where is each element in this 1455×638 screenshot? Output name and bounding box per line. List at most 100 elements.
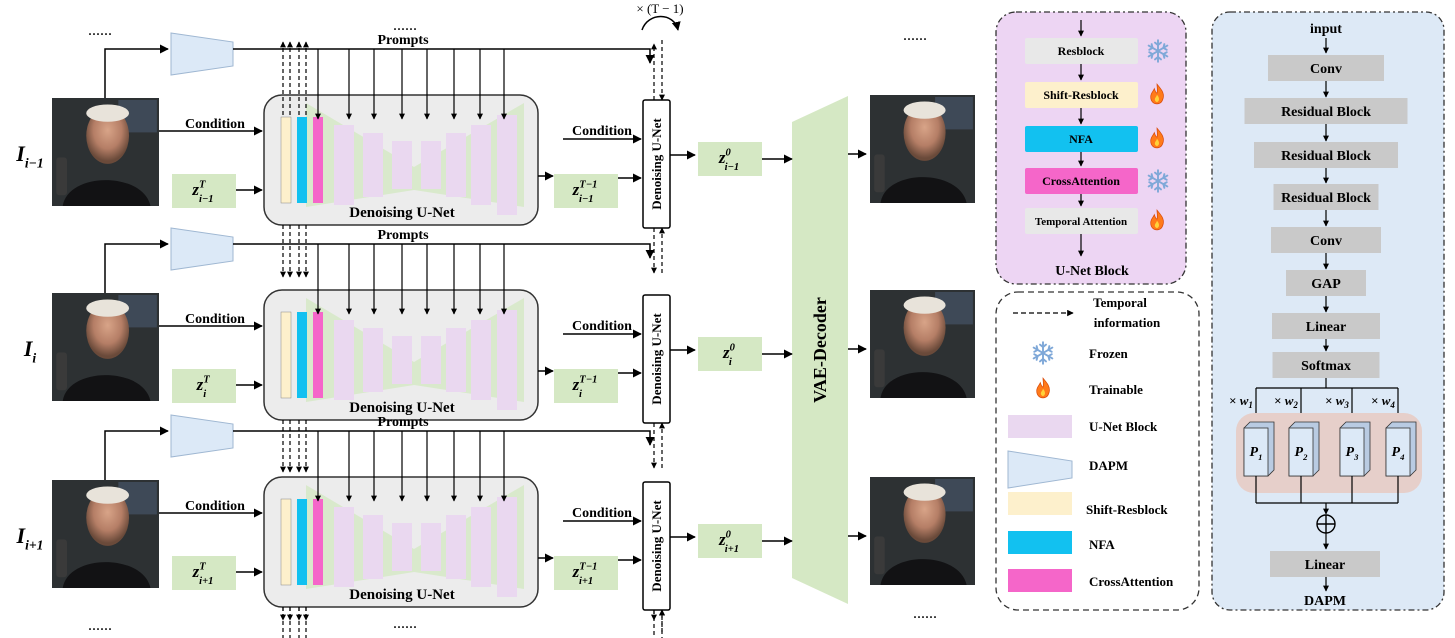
condition-label: Condition — [185, 312, 245, 327]
unet-block — [446, 515, 466, 579]
input-frame-image — [52, 98, 159, 206]
legend-label-cross-attention: CrossAttention — [1089, 574, 1174, 589]
dapm-title: DAPM — [1304, 594, 1346, 609]
prompts-line — [233, 430, 655, 446]
unet-block-item-box — [1025, 126, 1138, 152]
denoising-unet-label: Denoising U-Net — [349, 400, 454, 416]
latent-mid-box — [554, 369, 618, 403]
dapm-layer-label: Softmax — [1301, 359, 1351, 374]
dapm-layer-label: Residual Block — [1281, 105, 1371, 120]
legend-swatch-unet-block — [1008, 415, 1072, 438]
photo-mic — [874, 349, 885, 388]
unet-block — [421, 336, 441, 384]
output-frame-image — [870, 290, 975, 398]
cross-attention-bar — [313, 312, 323, 398]
ellipsis-text: ...... — [88, 617, 112, 634]
legend-label-shift-resblock: Shift-Resblock — [1086, 502, 1168, 517]
output-frame-image — [870, 477, 975, 585]
dapm-pool-cube — [1243, 427, 1269, 477]
dapm-pool-label: P4 — [1392, 445, 1406, 462]
photo-hair — [86, 104, 130, 122]
dapm-input-label: input — [1310, 22, 1342, 37]
small-unet-label: Denoising U-Net — [649, 118, 664, 210]
shift-resblock-bar — [280, 311, 292, 399]
photo-mic — [874, 536, 885, 575]
unet-block — [446, 133, 466, 197]
ellipsis-text: ...... — [393, 615, 417, 632]
frame-label: Ii+1 — [16, 523, 44, 553]
dapm-pool-cube — [1385, 427, 1411, 477]
prompts-line — [233, 243, 655, 259]
unet-shape-background — [306, 103, 524, 207]
dapm-weight-label: × w3 — [1325, 393, 1349, 410]
photo-clothes — [880, 372, 967, 398]
condition-label-2: Condition — [572, 319, 632, 334]
dapm-layer-box — [1273, 184, 1379, 210]
denoising-unet-label: Denoising U-Net — [349, 587, 454, 603]
prompts-line — [233, 48, 655, 64]
dapm-pool-label: P1 — [1250, 445, 1263, 462]
unet-block — [392, 141, 412, 189]
unet-block — [471, 320, 491, 400]
legend-label-frozen: Frozen — [1089, 346, 1129, 361]
small-unet-label: Denoising U-Net — [649, 313, 664, 405]
legend-trapezoid-dapm — [1007, 450, 1073, 489]
cross-attention-bar — [313, 117, 323, 203]
dapm-layer-box — [1271, 227, 1381, 253]
unet-block-item-label: NFA — [1069, 132, 1093, 146]
unet-block — [497, 310, 517, 410]
nfa-bar — [297, 312, 307, 398]
prompts-label: Prompts — [377, 33, 429, 48]
dapm-layer-box — [1254, 142, 1398, 168]
photo-mic — [56, 352, 67, 391]
latent-input-box — [172, 369, 236, 403]
vae-decoder-label: VAE-Decoder — [810, 297, 830, 403]
input-frame-image — [52, 293, 159, 401]
latent-input-box — [172, 556, 236, 590]
dapm-module-shape — [170, 414, 234, 458]
dapm-pool-label: P2 — [1295, 445, 1309, 462]
latent-output-box — [698, 524, 762, 558]
condition-label-2: Condition — [572, 124, 632, 139]
unet-block-item-box — [1025, 208, 1138, 234]
unet-block-item-box — [1025, 38, 1138, 64]
latent-input-box — [172, 174, 236, 208]
legend-label-temporal: Temporal — [1093, 295, 1147, 310]
photo-hair — [86, 486, 130, 504]
dapm-layer-label: Conv — [1310, 234, 1342, 249]
unet-block — [471, 507, 491, 587]
dapm-layer-label: GAP — [1311, 277, 1341, 292]
latent-output-box — [698, 142, 762, 176]
loop-arrow-icon — [641, 15, 681, 31]
dapm-final-layer-label: Linear — [1305, 558, 1345, 573]
image-to-dapm-arrow — [104, 44, 169, 98]
dapm-layer-label: Residual Block — [1281, 149, 1371, 164]
unet-block — [471, 125, 491, 205]
latent-output-box — [698, 337, 762, 371]
image-to-dapm-arrow — [104, 239, 169, 293]
legend-label-unet-block: U-Net Block — [1089, 419, 1158, 434]
unet-block-title: U-Net Block — [1055, 264, 1129, 279]
dapm-weight-label: × w2 — [1274, 393, 1298, 410]
dapm-module-shape — [170, 32, 234, 76]
legend-box — [995, 291, 1200, 611]
ellipsis-text: ...... — [393, 17, 417, 34]
shift-resblock-bar — [280, 498, 292, 586]
dapm-layer-box — [1272, 352, 1380, 378]
unet-block — [446, 328, 466, 392]
unet-block-item-box — [1025, 82, 1138, 108]
photo-face — [903, 104, 946, 161]
small-unet-label: Denoising U-Net — [649, 500, 664, 592]
nfa-bar — [297, 117, 307, 203]
ellipsis-text: ...... — [913, 605, 937, 622]
photo-mic — [56, 157, 67, 196]
photo-hair — [86, 299, 130, 317]
small-unet-box — [642, 294, 671, 424]
